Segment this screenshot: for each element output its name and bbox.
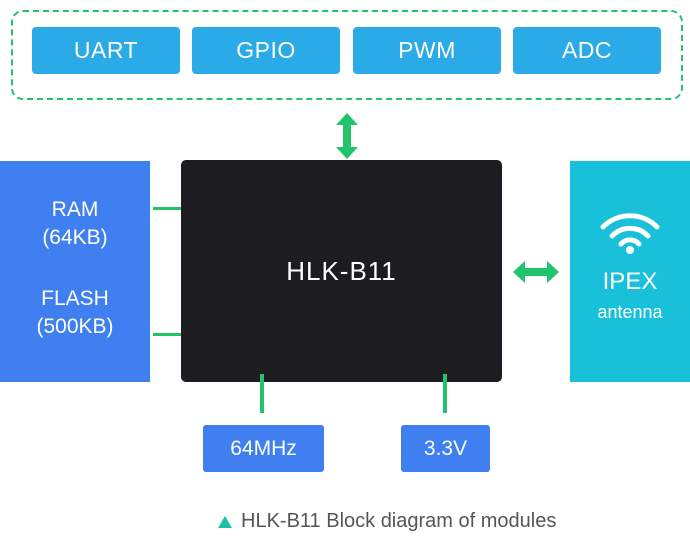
- chip-block: HLK-B11: [181, 160, 502, 382]
- voltage-spec: 3.3V: [401, 425, 490, 472]
- ram-label: RAM: [51, 198, 99, 221]
- memory-block: RAM (64KB) FLASH (500KB): [0, 161, 150, 382]
- clock-spec: 64MHz: [203, 425, 324, 472]
- flash-label: FLASH: [41, 287, 109, 310]
- ram-size: (64KB): [42, 226, 108, 249]
- peripheral-uart: UART: [32, 27, 180, 74]
- caption: HLK-B11 Block diagram of modules: [218, 510, 556, 533]
- peripheral-adc: ADC: [513, 27, 661, 74]
- wifi-icon: [600, 213, 660, 254]
- ram-connector: [153, 207, 193, 210]
- peripheral-bus-arrow: [336, 113, 358, 159]
- clock-connector: [260, 374, 264, 413]
- antenna-subtitle: antenna: [597, 302, 663, 322]
- caption-text: HLK-B11 Block diagram of modules: [241, 510, 557, 532]
- antenna-link-arrow: [513, 261, 559, 283]
- antenna-block: IPEX antenna: [570, 161, 690, 382]
- peripheral-pwm: PWM: [353, 27, 501, 74]
- triangle-icon: [218, 515, 232, 528]
- flash-connector: [153, 333, 193, 336]
- flash-size: (500KB): [36, 315, 114, 338]
- voltage-connector: [443, 374, 447, 413]
- peripherals-group: [11, 10, 683, 100]
- antenna-title: IPEX: [602, 268, 658, 295]
- clock-label: 64MHz: [230, 436, 297, 460]
- voltage-label: 3.3V: [423, 436, 468, 460]
- chip-label: HLK-B11: [286, 255, 397, 286]
- peripheral-gpio: GPIO: [192, 27, 340, 74]
